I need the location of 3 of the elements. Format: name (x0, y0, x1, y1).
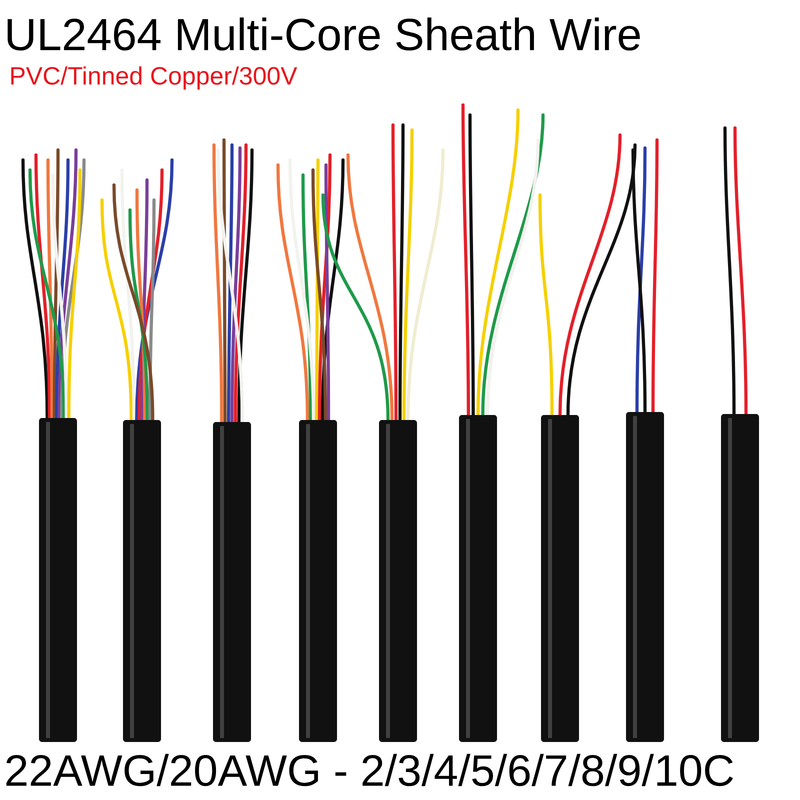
title: UL2464 Multi-Core Sheath Wire (8, 17, 640, 50)
subtitle: PVC/Tinned Copper/300V (11, 66, 298, 90)
size-range-text: 22AWG/20AWG - 2/3/4/5/6/7/8/9/10C (6, 754, 733, 786)
